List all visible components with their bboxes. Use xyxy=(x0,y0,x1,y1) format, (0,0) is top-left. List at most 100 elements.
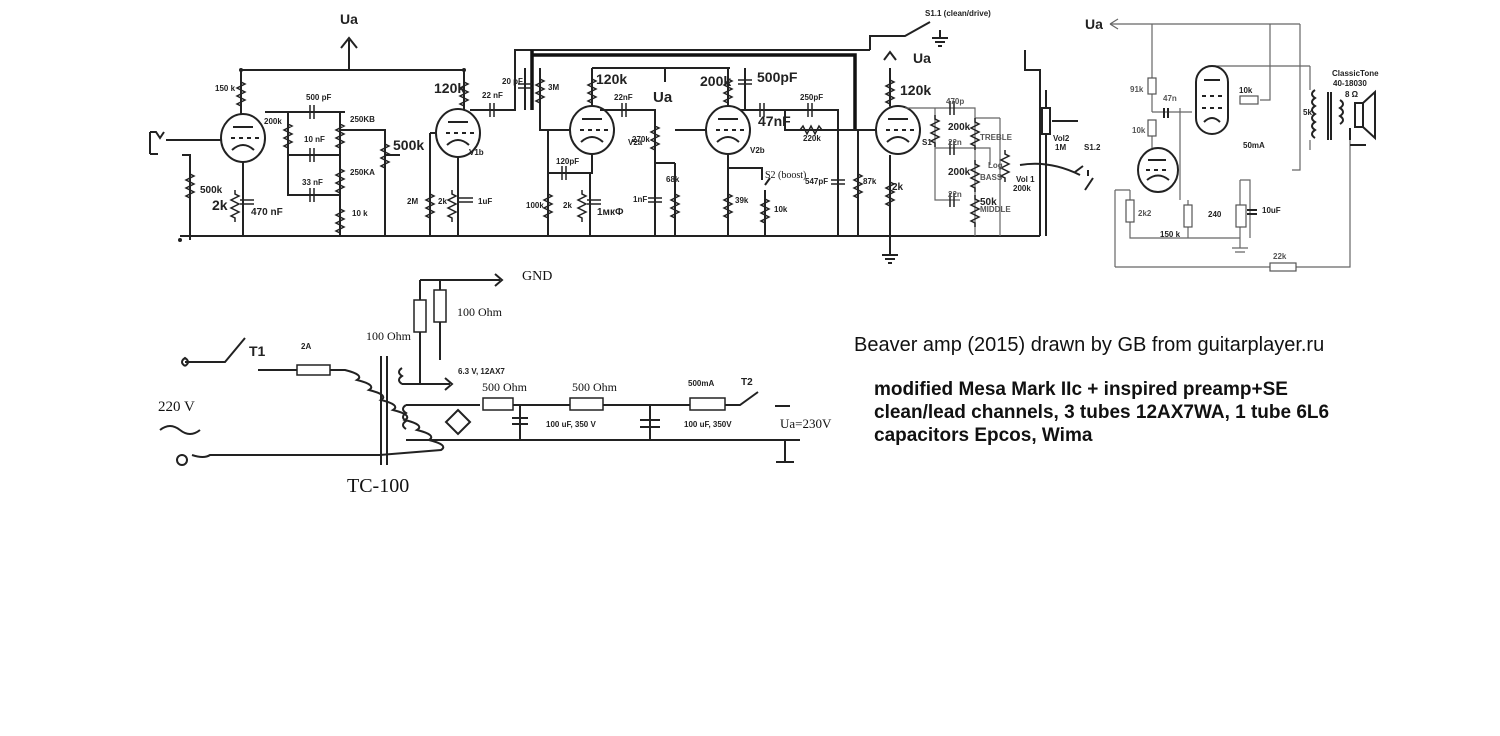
label-r-87k: 87k xyxy=(863,177,877,186)
input-jack-icon xyxy=(149,131,224,240)
label-r-2m: 2M xyxy=(407,197,418,206)
speaker-icon xyxy=(1349,89,1376,146)
label-r-10k-2: 10k xyxy=(1132,126,1146,135)
label-8-ohm: 8 Ω xyxy=(1345,90,1359,99)
switch-s1-2-icon xyxy=(1074,165,1094,191)
label-r-39k: 39k xyxy=(735,196,749,205)
label-s1: S1 xyxy=(922,138,932,147)
label-t2: T2 xyxy=(741,377,753,388)
label-v2a-cathode-r: 2k xyxy=(563,201,572,210)
preamp-section xyxy=(149,21,1094,264)
label-bass: BASS xyxy=(980,173,1003,182)
label-c-470nf: 470 nF xyxy=(251,207,283,218)
fuse-2a xyxy=(296,364,331,376)
label-s1-1: S1.1 (clean/drive) xyxy=(925,9,991,18)
label-c-33nf: 33 nF xyxy=(302,178,323,187)
switch-s1-1-icon xyxy=(869,21,948,50)
label-t1: T1 xyxy=(249,343,266,359)
label-heater-r2: 100 Ohm xyxy=(457,305,503,319)
label-middle: MIDDLE xyxy=(980,205,1011,214)
label-c-10nf: 10 nF xyxy=(304,135,325,144)
label-c-250pf: 250pF xyxy=(800,93,823,102)
label-current-50ma: 50mA xyxy=(1243,141,1265,150)
label-fuse-500ma: 500mA xyxy=(688,379,714,388)
label-v2a-plate: 120k xyxy=(596,71,627,87)
label-c-500pf-2: 500pF xyxy=(757,69,798,85)
component-labels: Ua 150 k 500k 2k 470 nF 500 pF 200k 10 n… xyxy=(158,9,1379,497)
label-treble: TREBLE xyxy=(980,133,1013,142)
label-ua-4: Ua xyxy=(1085,16,1103,32)
label-v2a: V2a xyxy=(628,138,643,147)
label-v1b-cathode-r: 2k xyxy=(438,197,447,206)
transformer-core xyxy=(380,356,388,465)
label-ua-230v: Ua=230V xyxy=(780,416,832,431)
label-heater-r1: 100 Ohm xyxy=(366,329,412,343)
label-r-150k: 150 k xyxy=(1160,230,1181,239)
label-c-20pf: 20 pF xyxy=(502,77,523,86)
label-c-47n: 47n xyxy=(1163,94,1177,103)
label-heater: 6.3 V, 12AX7 xyxy=(458,367,505,376)
tube-6l6 xyxy=(1195,65,1229,135)
label-r-22k: 22k xyxy=(1273,252,1287,261)
label-c-500pf: 500 pF xyxy=(306,93,331,102)
ua-arrow-icon xyxy=(340,36,358,70)
label-r-10k: 10k xyxy=(774,205,788,214)
tube-v1a xyxy=(220,113,266,163)
label-r-91k: 91k xyxy=(1130,85,1144,94)
label-stage3-plate: 120k xyxy=(900,82,931,98)
power-supply-section xyxy=(159,273,800,466)
label-pot2-treble: 200k xyxy=(948,122,971,133)
label-ps-r1: 500 Ohm xyxy=(482,380,528,394)
label-220v: 220 V xyxy=(158,399,195,415)
label-fuse-2a: 2A xyxy=(301,342,311,351)
label-c-22n-bass: 22n xyxy=(948,138,962,147)
label-ps-c1: 100 uF, 350 V xyxy=(546,420,596,429)
power-amp-section xyxy=(1109,18,1376,272)
tube-driver xyxy=(1137,147,1179,193)
label-r-500k: 500k xyxy=(200,185,223,196)
label-c-470p: 470p xyxy=(946,97,964,106)
label-r-3m: 3M xyxy=(548,83,559,92)
label-r-270k: 270k xyxy=(632,135,650,144)
label-pot2-bass: 200k xyxy=(948,167,971,178)
label-c-1uf-cyr: 1мкФ xyxy=(597,207,624,218)
label-r-100k: 100k xyxy=(526,201,544,210)
label-ps-c2: 100 uF, 350V xyxy=(684,420,732,429)
description-line-2: clean/lead channels, 3 tubes 12AX7WA, 1 … xyxy=(874,402,1330,423)
label-r-200k: 200k xyxy=(264,117,282,126)
schematic-title: Beaver amp (2015) drawn by GB from guita… xyxy=(854,334,1325,356)
label-c-547pf: 547pF xyxy=(805,177,828,186)
label-vol1-value: 200k xyxy=(1013,184,1031,193)
label-c-22nf: 22 nF xyxy=(482,91,503,100)
label-ua-1: Ua xyxy=(340,11,358,27)
label-c-10uf: 10uF xyxy=(1262,206,1281,215)
label-gnd: GND xyxy=(522,269,552,284)
label-r-screen-10k: 10k xyxy=(1239,86,1253,95)
label-r-150k: 150 k xyxy=(215,84,236,93)
label-vol2-value: 1M xyxy=(1055,143,1066,152)
label-v2b-plate: 200k xyxy=(700,73,731,89)
label-ot-5k: 5k xyxy=(1303,108,1312,117)
label-c-1uf: 1uF xyxy=(478,197,492,206)
label-volume-500k: 500k xyxy=(393,137,424,153)
label-v1b: V1b xyxy=(469,148,484,157)
label-pot-bass: 250KA xyxy=(350,168,375,177)
label-classictone: ClassicTone xyxy=(1332,69,1379,78)
label-r-2k: 2k xyxy=(212,197,228,213)
label-stage3-cathode-r: 2k xyxy=(892,182,904,193)
label-r-220k: 220k xyxy=(803,134,821,143)
label-ot-model: 40-18030 xyxy=(1333,79,1367,88)
label-r-240: 240 xyxy=(1208,210,1222,219)
label-s2-boost: S2 (boost) xyxy=(765,170,806,181)
label-c-47nf: 47nF xyxy=(758,113,791,129)
label-s1-2: S1.2 xyxy=(1084,143,1101,152)
label-c-22nf-2: 22nF xyxy=(614,93,633,102)
label-tc100: TC-100 xyxy=(347,475,409,497)
tube-v2b xyxy=(705,105,751,155)
label-pot-mid: 10 k xyxy=(352,209,368,218)
tube-v2a xyxy=(569,105,615,155)
label-vol1: Vol 1 xyxy=(1016,175,1035,184)
label-v1b-plate: 120k xyxy=(434,80,465,96)
label-pot-treble: 250KB xyxy=(350,115,375,124)
